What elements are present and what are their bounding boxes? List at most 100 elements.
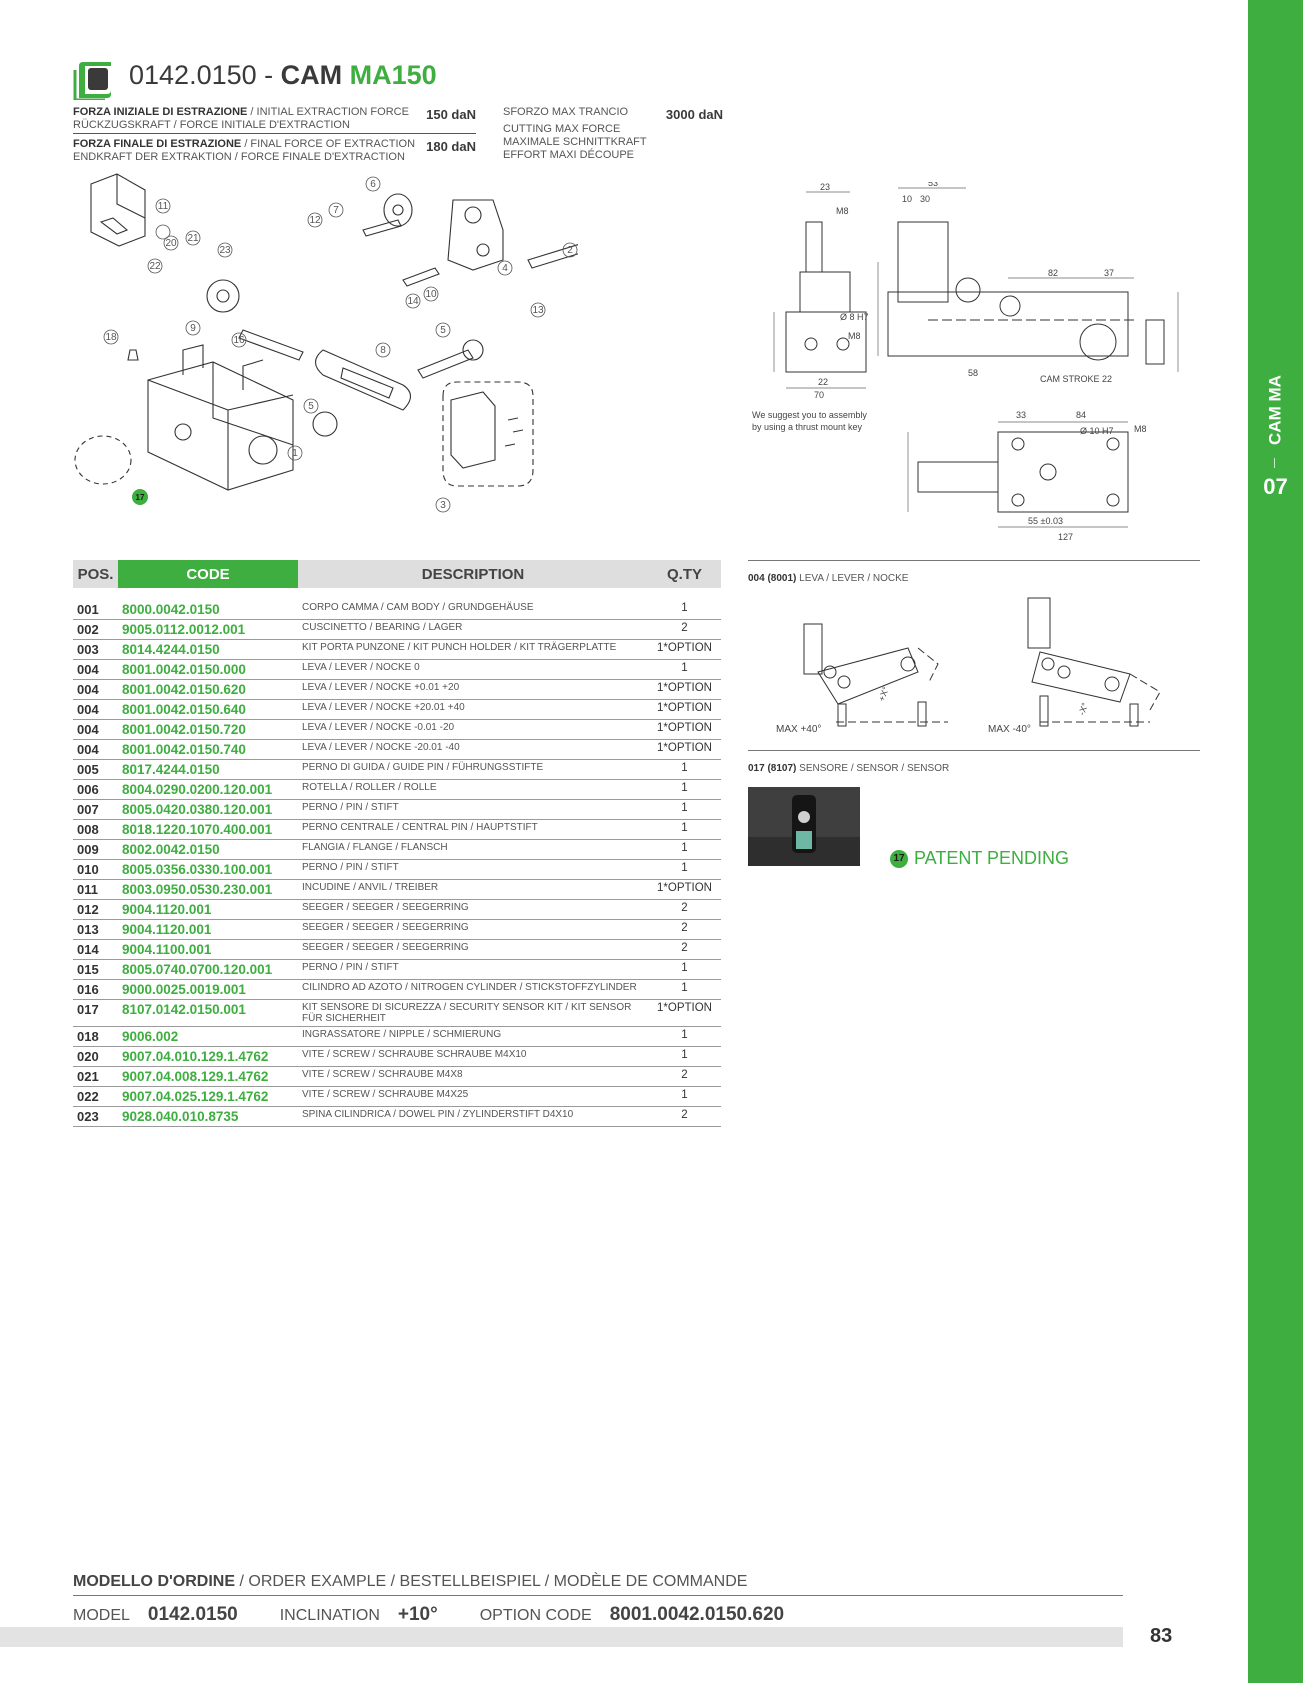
part-position: 010: [73, 859, 118, 881]
svg-text:-X°: -X°: [1076, 701, 1090, 717]
part-description: FLANGIA / FLANGE / FLANSCH: [298, 839, 648, 861]
section-label: CAM MA: [1265, 375, 1285, 445]
part-quantity: 1: [648, 779, 721, 801]
cutting-force-value: 3000 daN: [665, 107, 723, 122]
part-description: KIT SENSORE DI SICUREZZA / SECURITY SENS…: [298, 999, 648, 1028]
svg-text:by using a thrust mount key: by using a thrust mount key: [752, 422, 863, 432]
part-position: 014: [73, 939, 118, 961]
part-code: 8107.0142.0150.001: [118, 999, 298, 1028]
part-position: 009: [73, 839, 118, 861]
svg-text:53: 53: [928, 182, 938, 188]
part-position: 013: [73, 919, 118, 941]
svg-text:M8: M8: [1134, 424, 1147, 434]
part-code: 8003.0950.0530.230.001: [118, 879, 298, 901]
page-number: 83: [1150, 1625, 1173, 1647]
svg-text:23: 23: [219, 245, 231, 256]
header-pos: POS.: [73, 560, 118, 588]
patent-pending: 17 PATENT PENDING: [890, 848, 1069, 869]
part-position: 006: [73, 779, 118, 801]
part-description: INCUDINE / ANVIL / TREIBER: [298, 879, 648, 901]
svg-text:7: 7: [333, 205, 339, 216]
part-position: 004: [73, 739, 118, 761]
part-description: PERNO DI GUIDA / GUIDE PIN / FÜHRUNGSSTI…: [298, 759, 648, 781]
svg-text:Ø 10 H7: Ø 10 H7: [1080, 426, 1114, 436]
part-description: SEEGER / SEEGER / SEEGERRING: [298, 899, 648, 921]
part-code: 9004.1100.001: [118, 939, 298, 961]
part-position: 005: [73, 759, 118, 781]
order-example: MODELLO D'ORDINE / ORDER EXAMPLE / BESTE…: [73, 1573, 1123, 1626]
part-position: 004: [73, 719, 118, 741]
svg-text:10: 10: [902, 194, 912, 204]
part-code: 9005.0112.0012.001: [118, 619, 298, 641]
part-code: 8005.0420.0380.120.001: [118, 799, 298, 821]
part-quantity: 1: [648, 659, 721, 681]
part-code: 8000.0042.0150: [118, 600, 298, 621]
part-description: CILINDRO AD AZOTO / NITROGEN CYLINDER / …: [298, 979, 648, 1001]
part-quantity: 1: [648, 1026, 721, 1048]
max-plus-label: MAX +40°: [776, 724, 822, 735]
sensor-image: [748, 787, 860, 866]
part-position: 022: [73, 1086, 118, 1108]
part-quantity: 1*OPTION: [648, 639, 721, 661]
svg-text:CAM STROKE 22: CAM STROKE 22: [1040, 374, 1112, 384]
svg-text:55 ±0.03: 55 ±0.03: [1028, 516, 1063, 526]
svg-text:30: 30: [920, 194, 930, 204]
part-quantity: 1: [648, 759, 721, 781]
part-position: 012: [73, 899, 118, 921]
svg-text:58: 58: [968, 368, 978, 378]
part-position: 015: [73, 959, 118, 981]
svg-text:M8: M8: [848, 331, 861, 341]
sensor-photo: [748, 787, 860, 866]
svg-text:16: 16: [233, 335, 245, 346]
svg-text:11: 11: [158, 201, 169, 212]
part-position: 018: [73, 1026, 118, 1048]
part-position: 004: [73, 679, 118, 701]
svg-text:21: 21: [187, 233, 199, 244]
option-code-value: 8001.0042.0150.620: [609, 1604, 785, 1625]
part-quantity: 1: [648, 600, 721, 621]
divider: [748, 750, 1200, 751]
svg-text:14: 14: [407, 296, 419, 307]
final-force-row: FORZA FINALE DI ESTRAZIONE / FINAL FORCE…: [73, 138, 476, 163]
svg-text:22: 22: [149, 261, 161, 272]
svg-text:127: 127: [1058, 532, 1073, 542]
part-quantity: 1*OPTION: [648, 739, 721, 761]
section-sidebar: CAM MA 07: [1248, 0, 1303, 1683]
part-position: 021: [73, 1066, 118, 1088]
part-quantity: 1: [648, 819, 721, 841]
part-quantity: 1: [648, 859, 721, 881]
sensor-badge: 17: [890, 849, 908, 868]
svg-text:8: 8: [380, 345, 386, 356]
lever-minus-drawing: -X°: [1027, 597, 1161, 727]
inclination-value: +10°: [397, 1604, 438, 1625]
svg-text:We suggest you to assembly: We suggest you to assembly: [752, 410, 867, 420]
header-code: CODE: [118, 560, 298, 588]
part-description: VITE / SCREW / SCHRAUBE SCHRAUBE M4X10: [298, 1046, 648, 1068]
svg-text:13: 13: [532, 305, 544, 316]
part-code: 9006.002: [118, 1026, 298, 1048]
order-values: MODEL 0142.0150 INCLINATION +10° OPTION …: [73, 1604, 1123, 1626]
part-description: PERNO CENTRALE / CENTRAL PIN / HAUPTSTIF…: [298, 819, 648, 841]
part-position: 004: [73, 699, 118, 721]
part-code: 8017.4244.0150: [118, 759, 298, 781]
inclination-label: INCLINATION: [279, 1607, 380, 1624]
header-qty: Q.TY: [648, 560, 721, 588]
part-description: CORPO CAMMA / CAM BODY / GRUNDGEHÄUSE: [298, 600, 648, 621]
divider: [748, 560, 1200, 561]
